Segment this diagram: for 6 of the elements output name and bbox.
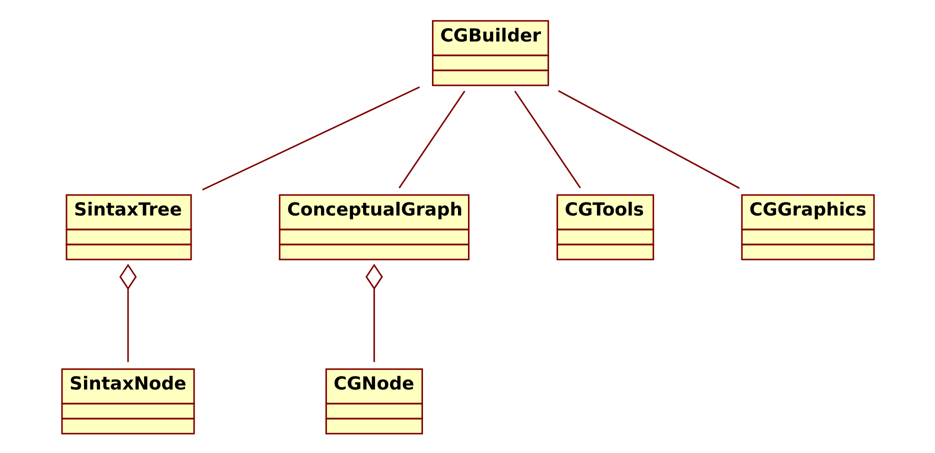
- connector: [202, 86, 420, 191]
- connector: [398, 90, 465, 188]
- connector: [514, 90, 580, 188]
- connector: [118, 264, 136, 362]
- connector: [558, 90, 740, 189]
- connector: [364, 264, 382, 362]
